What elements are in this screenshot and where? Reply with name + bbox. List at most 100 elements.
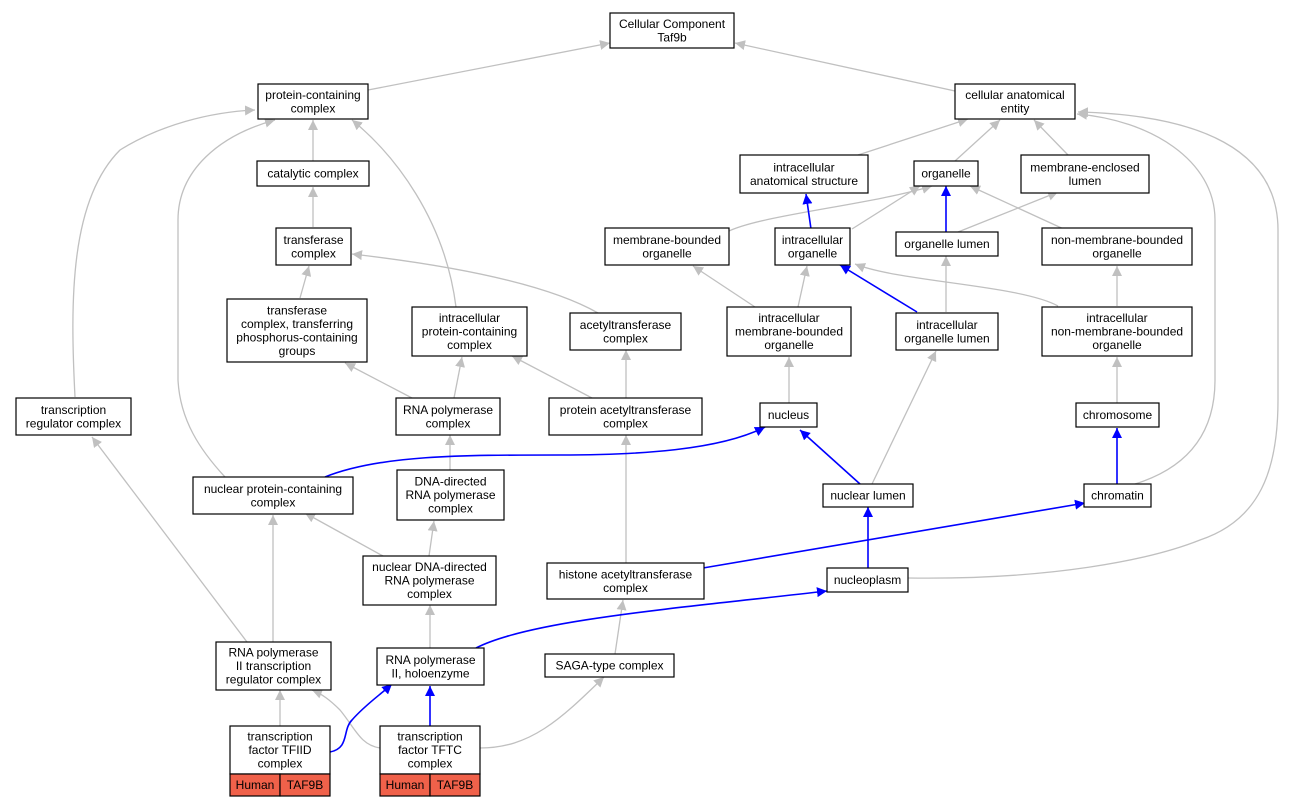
node-box <box>822 483 914 508</box>
node-label-line: intracellular <box>773 160 834 174</box>
edge-io-ias <box>802 193 813 230</box>
node-intracellular-non-membrane-bounded-organelle[interactable]: intracellularnon-membrane-boundedorganel… <box>1041 306 1193 357</box>
edge-chromatin-cae <box>1076 109 1216 485</box>
edge-rnap2h-np <box>475 587 828 649</box>
node-label-line: nuclear DNA-directed <box>372 560 487 574</box>
node-label-line: SAGA-type complex <box>555 659 663 673</box>
node-box <box>1083 483 1152 508</box>
node-catalytic-complex[interactable]: catalytic complex <box>256 160 370 187</box>
node-label-line: nucleoplasm <box>834 573 901 587</box>
tag-human-label: Human <box>236 778 275 792</box>
node-box <box>376 647 485 686</box>
node-label-line: complex <box>603 416 648 430</box>
node-label-line: complex <box>603 331 648 345</box>
node-label-line: membrane-bounded <box>613 233 721 247</box>
edges-part-of <box>324 186 1122 753</box>
node-nucleus[interactable]: nucleus <box>759 402 818 428</box>
node-label-line: complex <box>408 757 453 771</box>
node-box <box>1075 402 1160 428</box>
node-label-line: complex <box>447 338 492 352</box>
node-label-line: phosphorus-containing <box>236 330 357 344</box>
edge-io-org <box>851 185 921 230</box>
node-label-line: intracellular <box>758 311 819 325</box>
node-label-line: anatomical structure <box>750 174 858 188</box>
edge-npcc-nuc <box>324 426 766 478</box>
edge-rnap-tcp <box>344 362 413 399</box>
node-box <box>15 397 132 436</box>
node-box <box>192 476 354 515</box>
edge-mel-cae <box>1033 119 1069 156</box>
node-nucleoplasm[interactable]: nucleoplasm <box>826 567 909 593</box>
node-label-line: transferase <box>283 233 343 247</box>
edge-nl-iol <box>871 350 937 485</box>
node-saga-type-complex[interactable]: SAGA-type complex <box>544 653 675 678</box>
edge-trc-pcc <box>72 105 256 398</box>
edge-tcp-tc <box>299 265 312 299</box>
node-label-line: cellular anatomical <box>965 88 1064 102</box>
node-label-line: II, holoenzyme <box>391 666 469 680</box>
node-label-line: organelle <box>1092 246 1142 260</box>
edge-tftc-saga <box>479 676 605 749</box>
node-label-line: factor TFTC <box>398 743 462 757</box>
node-organelle[interactable]: organelle <box>913 160 979 187</box>
node-nuclear-lumen[interactable]: nuclear lumen <box>822 483 914 508</box>
node-label-line: organelle lumen <box>904 331 989 345</box>
node-box <box>396 469 505 521</box>
node-organelle-lumen[interactable]: organelle lumen <box>895 231 999 257</box>
node-box <box>774 227 851 266</box>
node-label-line: organelle <box>788 246 838 260</box>
node-label-line: non-membrane-bounded <box>1051 233 1183 247</box>
node-label-line: chromosome <box>1083 408 1153 422</box>
node-box <box>759 402 818 428</box>
node-box <box>726 306 852 357</box>
edge-patc-ipcc <box>511 355 593 399</box>
node-label-line: DNA-directed <box>414 475 486 489</box>
node-label-line: regulator complex <box>226 673 321 687</box>
node-label-line: membrane-enclosed <box>1030 160 1139 174</box>
node-chromosome[interactable]: chromosome <box>1075 402 1160 428</box>
edge-pcc-cc <box>367 39 611 91</box>
edge-nddrnap-ddrnap <box>427 520 438 557</box>
node-label-line: complex <box>603 581 648 595</box>
edge-cae-cc <box>734 40 956 92</box>
edge-nl-nuc <box>799 429 861 485</box>
node-label-line: regulator complex <box>26 416 121 430</box>
node-box <box>411 306 528 357</box>
node-box <box>954 83 1076 120</box>
node-chromatin[interactable]: chromatin <box>1083 483 1152 508</box>
edge-rnap-ipcc <box>453 356 465 399</box>
edge-ipcc-pcc <box>351 119 457 308</box>
tag-human-label: Human <box>386 778 425 792</box>
node-label-line: factor TFIID <box>248 743 311 757</box>
node-label-line: intracellular <box>1086 311 1147 325</box>
node-label-line: nuclear protein-containing <box>204 482 342 496</box>
node-box <box>739 154 869 194</box>
edge-atc-tc <box>351 250 599 314</box>
node-box <box>215 641 332 691</box>
